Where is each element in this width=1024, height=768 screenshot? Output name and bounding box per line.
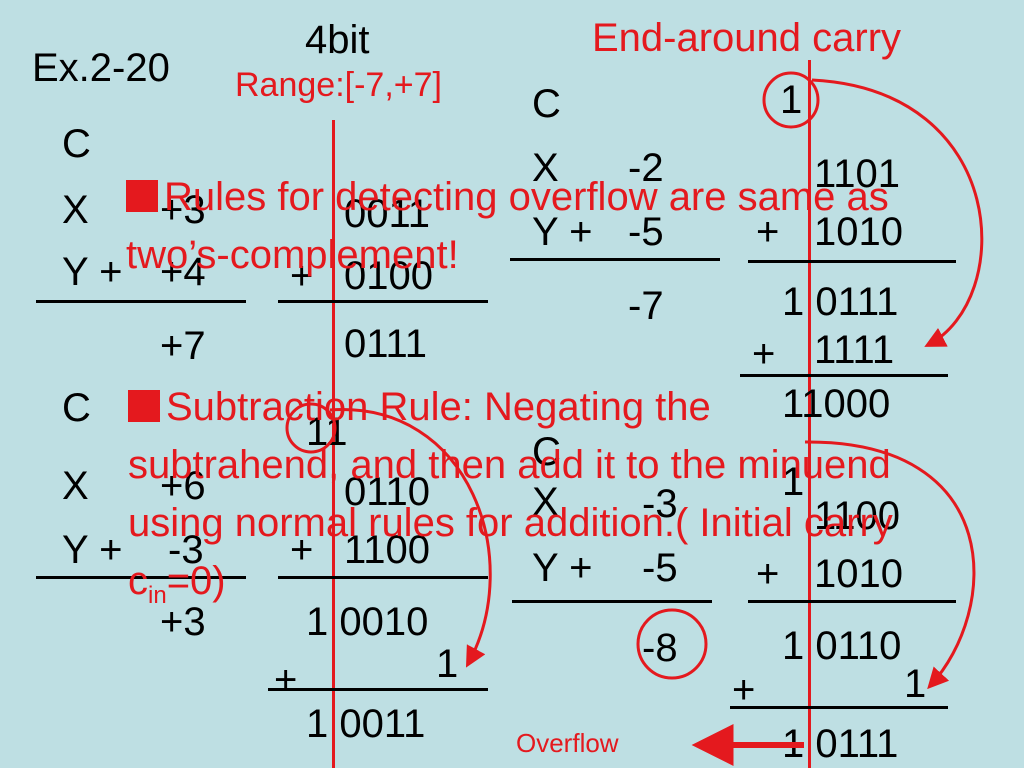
overflow-label: Overflow bbox=[516, 728, 619, 758]
result-decimal: -8 bbox=[642, 626, 678, 670]
result-binary: 0111 bbox=[344, 322, 428, 366]
carry-bit: 1 bbox=[780, 78, 803, 122]
sum-rule bbox=[512, 600, 712, 603]
x-label: X bbox=[532, 146, 559, 190]
result-decimal: +7 bbox=[160, 324, 206, 368]
sum-rule-binary bbox=[278, 300, 488, 303]
c-label: C bbox=[62, 386, 91, 430]
x-binary: 0110 bbox=[344, 470, 431, 514]
sum-binary: 1 0111 bbox=[782, 280, 899, 324]
sum-rule-binary bbox=[748, 600, 956, 603]
end-around-arrow-ex2 bbox=[329, 408, 492, 668]
result-decimal: -7 bbox=[628, 284, 664, 328]
x-binary: 1100 bbox=[814, 494, 901, 538]
y-label: Y + bbox=[62, 250, 123, 294]
sum-binary: 1 0010 bbox=[306, 600, 429, 644]
sum-rule-binary bbox=[278, 576, 488, 579]
x-decimal: -2 bbox=[628, 146, 664, 190]
carry-circle-ex2 bbox=[285, 402, 337, 454]
c-label: C bbox=[62, 122, 91, 166]
y-binary: 1010 bbox=[814, 552, 903, 596]
y-decimal: -3 bbox=[168, 528, 204, 572]
bullet-square-icon bbox=[128, 390, 160, 422]
y-label: Y + bbox=[532, 210, 593, 254]
eac-rule bbox=[268, 688, 488, 691]
x-decimal: -3 bbox=[642, 482, 678, 526]
end-around-carry-label: End-around carry bbox=[592, 16, 902, 60]
subtraction-rule-text: Subtraction Rule: Negating the subtrahen… bbox=[128, 378, 918, 625]
overflow-rule-text: Rules for detecting overflow are same as… bbox=[126, 168, 926, 284]
final-binary: 1 0011 bbox=[306, 702, 426, 746]
eac-one: 1 bbox=[436, 642, 459, 686]
y-decimal: -5 bbox=[628, 210, 664, 254]
eac-plus: + bbox=[752, 332, 776, 376]
plus-sign: + bbox=[290, 254, 314, 298]
x-label: X bbox=[532, 480, 559, 524]
y-decimal: +4 bbox=[160, 250, 206, 294]
y-decimal: -5 bbox=[642, 546, 678, 590]
carry-in-subscript: in bbox=[148, 582, 167, 609]
plus-sign: + bbox=[756, 210, 780, 254]
bit-divider-left bbox=[332, 120, 335, 768]
final-binary: 1 0111 bbox=[782, 722, 899, 766]
plus-sign: + bbox=[756, 552, 780, 596]
eac-one: 1 bbox=[904, 662, 927, 706]
x-decimal: +6 bbox=[160, 464, 206, 508]
x-label: X bbox=[62, 188, 89, 232]
y-binary: 0100 bbox=[344, 254, 433, 298]
range-label: Range:[-7,+7] bbox=[235, 66, 442, 104]
sum-binary: 1 0110 bbox=[782, 624, 902, 668]
x-decimal: +3 bbox=[160, 188, 206, 232]
sum-rule-binary bbox=[748, 260, 956, 263]
overflow-rule: Rules for detecting overflow are same as… bbox=[126, 175, 889, 277]
bullet-square-icon bbox=[126, 180, 158, 212]
example-title: Ex.2-20 bbox=[32, 46, 170, 90]
sum-rule bbox=[36, 576, 246, 579]
end-around-arrow-ex4 bbox=[804, 440, 976, 690]
y-binary: 1010 bbox=[814, 210, 903, 254]
final-binary: 11000 bbox=[782, 382, 891, 426]
y-label: Y + bbox=[532, 546, 593, 590]
x-binary: 1101 bbox=[814, 152, 901, 196]
eac-binary: 1111 bbox=[814, 328, 895, 372]
x-binary: 0011 bbox=[344, 192, 431, 236]
bit-divider-right bbox=[808, 60, 811, 768]
end-around-arrow-ex3 bbox=[811, 78, 984, 347]
subtraction-rule-end: =0) bbox=[166, 559, 226, 603]
y-binary: 1100 bbox=[344, 528, 431, 572]
subtraction-rule: Subtraction Rule: Negating the subtrahen… bbox=[128, 385, 893, 603]
c-label: C bbox=[532, 82, 561, 126]
x-label: X bbox=[62, 464, 89, 508]
eac-rule bbox=[740, 374, 948, 377]
bits-label: 4bit bbox=[305, 18, 370, 62]
sum-rule bbox=[510, 258, 720, 261]
c-label: C bbox=[532, 430, 561, 474]
eac-rule bbox=[730, 706, 948, 709]
plus-sign: + bbox=[290, 528, 314, 572]
y-label: Y + bbox=[62, 528, 123, 572]
sum-rule bbox=[36, 300, 246, 303]
carry-circle-ex3 bbox=[762, 71, 820, 129]
eac-plus: + bbox=[732, 668, 756, 712]
result-circle-ex4 bbox=[636, 608, 708, 680]
result-decimal: +3 bbox=[160, 600, 206, 644]
carry-bit: 1 bbox=[782, 460, 805, 504]
